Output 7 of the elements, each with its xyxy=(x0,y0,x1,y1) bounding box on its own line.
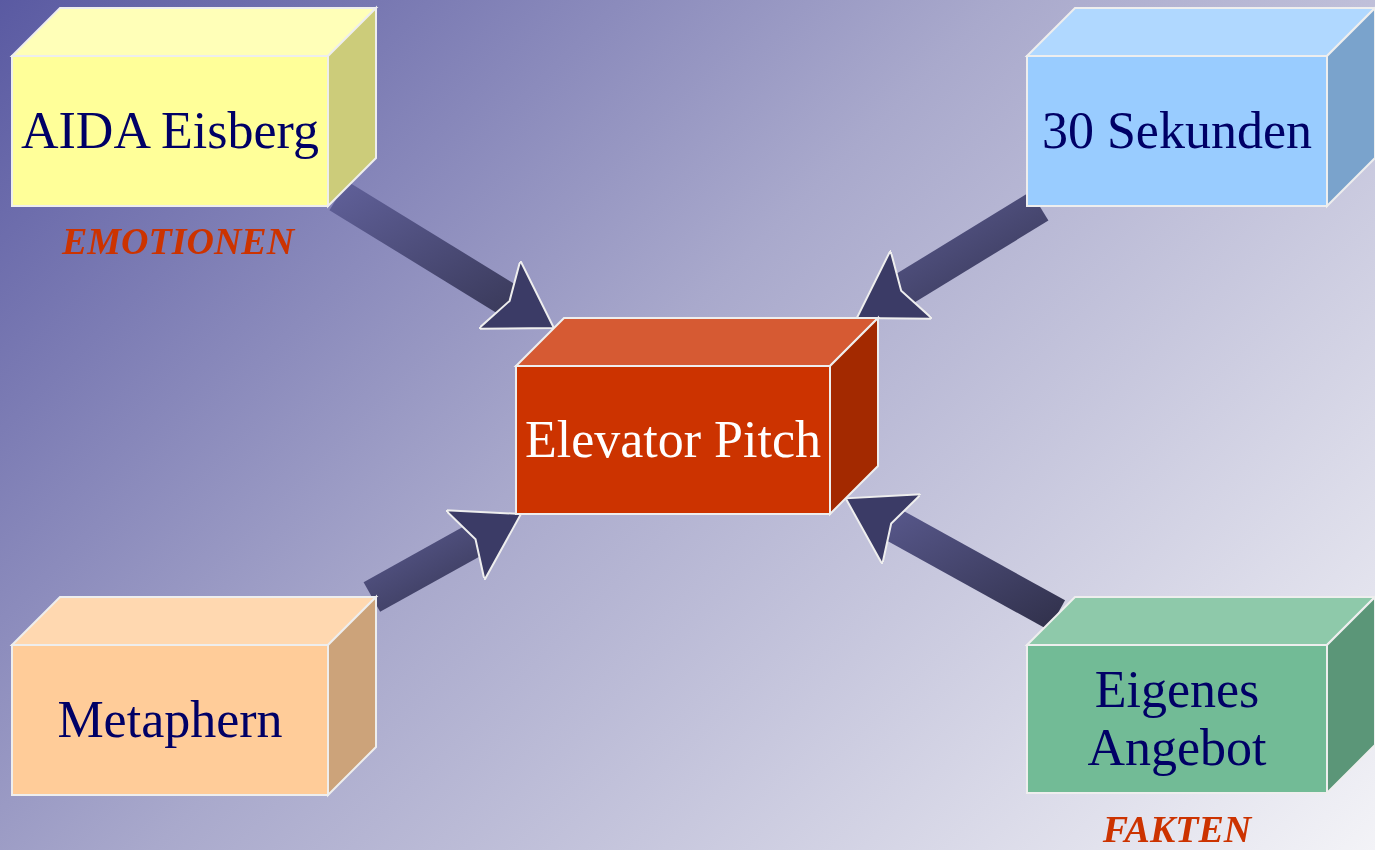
category-label: FAKTEN xyxy=(1101,810,1254,850)
box-label: Metaphern xyxy=(57,690,283,750)
box-label: Elevator Pitch xyxy=(525,410,821,470)
box-label: 30 Sekunden xyxy=(1041,101,1313,161)
category-label: EMOTIONEN xyxy=(60,222,297,262)
box-label: AIDA Eisberg xyxy=(21,101,319,161)
box-label: Eigenes Angebot xyxy=(1086,660,1268,778)
